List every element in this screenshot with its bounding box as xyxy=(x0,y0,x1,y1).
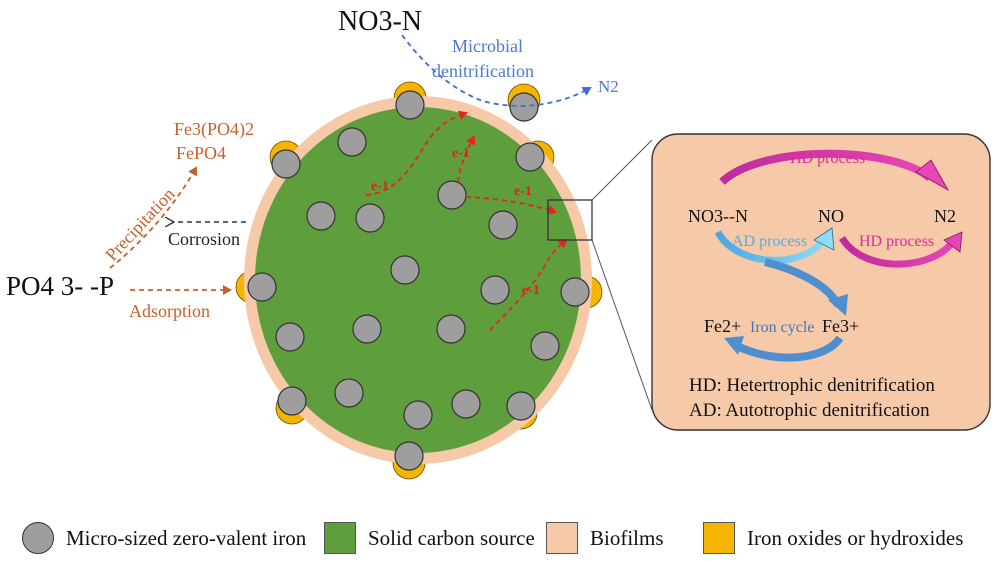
iron-cycle-arrowhead-top xyxy=(828,294,848,316)
legend-item-oxides: Iron oxides or hydroxides xyxy=(703,521,963,555)
hd-process-top-arrowhead xyxy=(915,159,950,192)
legend-label: Iron oxides or hydroxides xyxy=(747,525,964,550)
carbon-swatch xyxy=(324,522,356,554)
precipitation-label: Precipitation xyxy=(101,184,178,265)
inset-nitrate-label: NO3--N xyxy=(688,206,748,226)
zero-valent-iron-particles xyxy=(247,90,590,471)
zoom-line-top xyxy=(591,139,653,201)
phosphate-label: PO4 3- -P xyxy=(6,271,114,301)
solid-carbon-source xyxy=(255,107,581,453)
fe3-label: Fe3+ xyxy=(822,316,859,336)
zoom-line-bottom xyxy=(591,239,653,411)
electron-label: e-1 xyxy=(452,146,470,161)
hd-process-right-arrow xyxy=(839,235,957,268)
ad-definition: AD: Autotrophic denitrification xyxy=(689,400,930,421)
fepo4-label: FePO4 xyxy=(176,143,226,163)
legend: Micro-sized zero-valent iron Solid carbo… xyxy=(0,515,1000,561)
electron-label: e-1 xyxy=(514,184,532,199)
zoom-box xyxy=(547,199,593,241)
electron-label: e-1 xyxy=(371,179,389,194)
hd-process-top-arrow xyxy=(719,149,933,186)
oxide-swatch xyxy=(703,522,735,554)
ad-process-label: AD process xyxy=(732,233,807,250)
biofilm-swatch xyxy=(546,522,578,554)
hd-definition: HD: Hetertrophic denitrification xyxy=(689,375,935,396)
denitrification-arrow xyxy=(401,34,592,107)
ad-process-arrowhead xyxy=(813,227,835,251)
precipitation-arrow xyxy=(109,166,197,269)
hd-process-right-label: HD process xyxy=(859,233,934,250)
legend-label: Micro-sized zero-valent iron xyxy=(66,525,307,550)
electron-arrows xyxy=(365,110,568,331)
fe3po42-label: Fe3(PO4)2 xyxy=(174,119,254,140)
legend-label: Biofilms xyxy=(590,525,664,550)
legend-item-carbon: Solid carbon source xyxy=(324,521,535,555)
nitrate-top-label: NO3-N xyxy=(338,6,422,37)
iron-swatch xyxy=(22,522,54,554)
inset-no-label: NO xyxy=(818,206,844,226)
electron-labels: e-1 e-1 e-1 e-1 xyxy=(371,146,540,298)
iron-cycle-label: Iron cycle xyxy=(750,319,814,336)
microbial-label: Microbial xyxy=(452,36,523,56)
hd-process-right-arrowhead xyxy=(943,231,963,253)
legend-label: Solid carbon source xyxy=(368,525,535,550)
legend-item-biofilms: Biofilms xyxy=(546,521,664,555)
n2-top-label: N2 xyxy=(598,77,619,96)
fe2-label: Fe2+ xyxy=(704,316,741,336)
inset-n2-label: N2 xyxy=(934,206,956,226)
legend-item-iron: Micro-sized zero-valent iron xyxy=(22,521,306,555)
iron-cycle-arrowhead-bottom xyxy=(724,336,744,355)
denitrification-label: denitrification xyxy=(432,61,534,81)
hd-process-top-label: HD process xyxy=(790,150,865,167)
electron-label: e-1 xyxy=(522,283,540,298)
iron-cycle-arrow-bottom xyxy=(733,335,844,362)
adsorption-label: Adsorption xyxy=(129,301,210,321)
corrosion-label: Corrosion xyxy=(168,229,240,249)
